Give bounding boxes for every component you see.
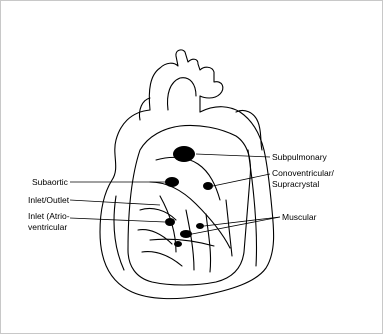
label-supracrystal: Supracrystal	[272, 179, 319, 189]
label-ventricular: ventricular	[28, 222, 67, 232]
label-subpulmonary: Subpulmonary	[272, 152, 327, 162]
subpulmonary-hole	[173, 146, 195, 162]
aorta-inner	[168, 78, 197, 110]
aortic-arch	[149, 50, 223, 112]
trabeculation	[206, 214, 211, 272]
surface-contour	[114, 196, 124, 270]
surface-contour	[248, 150, 257, 266]
muscular-hole-1	[180, 230, 192, 238]
subaortic-hole	[165, 177, 179, 187]
label-muscular: Muscular	[282, 212, 316, 222]
inlet-hole	[165, 218, 175, 226]
label-inlet-outlet: Inlet/Outlet	[28, 195, 69, 205]
trabeculation	[226, 200, 232, 256]
trabeculation	[186, 210, 194, 270]
right-atrial-appendage	[236, 110, 262, 150]
trabeculation	[142, 252, 182, 266]
muscular-hole-3	[174, 241, 182, 247]
trabeculation	[138, 230, 172, 244]
label-conoventricular: Conoventricular/	[272, 168, 334, 178]
defect-holes	[165, 146, 213, 247]
label-subaortic: Subaortic	[32, 177, 68, 187]
pulmonary-trunk	[139, 98, 150, 120]
trabeculation	[150, 239, 214, 246]
septal-band	[150, 182, 230, 248]
muscular-hole-2	[196, 223, 204, 229]
conoventricular-hole	[203, 182, 213, 190]
supraventricular-crest	[156, 157, 220, 200]
label-inlet-atrio: Inlet (Atrio-	[28, 211, 70, 221]
